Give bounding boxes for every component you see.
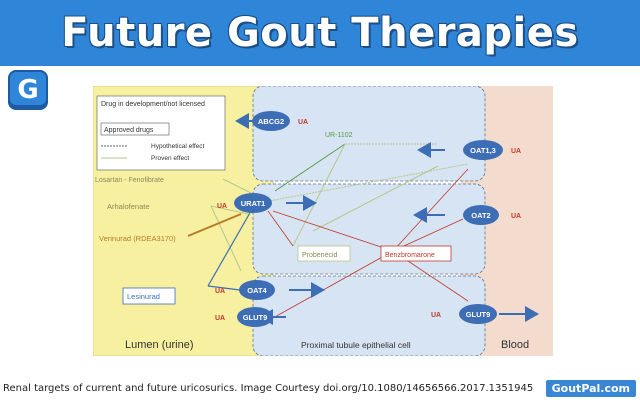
- page-title: Future Gout Therapies: [61, 10, 579, 56]
- legend-approved: Approved drugs: [104, 127, 154, 134]
- urat1-transporter: [234, 193, 272, 213]
- ua-label-oat13: UA: [511, 148, 521, 155]
- drug-probenecid: Probenecid: [302, 252, 338, 259]
- blood-label: Blood: [501, 339, 529, 351]
- cell-region-top: [252, 86, 486, 182]
- oat2-label: OAT2: [471, 211, 490, 220]
- glut9-blood-transporter: [459, 304, 497, 324]
- oat13-transporter: [463, 140, 503, 160]
- oat4-transporter: [239, 280, 275, 300]
- ua-label-glut9-lumen: UA: [215, 315, 225, 322]
- drug-losartan: Losartan - Fenofibrate: [95, 177, 164, 184]
- legend-hypothetical: Hypothetical effect: [151, 143, 205, 150]
- header-banner: Future Gout Therapies: [0, 0, 640, 66]
- drug-verinurad: Verinurad (RDEA3170): [99, 234, 176, 243]
- lumen-label: Lumen (urine): [125, 339, 193, 351]
- ua-label-urat1: UA: [217, 203, 227, 210]
- glut9-lumen-label: GLUT9: [243, 313, 268, 322]
- logo-letter: G: [17, 75, 39, 105]
- cell-label: Proximal tubule epithelial cell: [301, 340, 411, 350]
- legend-proven: Proven effect: [151, 155, 189, 162]
- goutpal-badge[interactable]: GoutPal.com: [545, 380, 636, 397]
- ua-label-oat4: UA: [215, 288, 225, 295]
- drug-benzbromarone: Benzbromarone: [385, 252, 435, 259]
- image-caption: Renal targets of current and future uric…: [3, 383, 534, 394]
- abcg2-label: ABCG2: [258, 117, 284, 126]
- urat1-label: URAT1: [241, 199, 265, 208]
- lesinurad-box: [122, 287, 176, 305]
- probenecid-box: [297, 245, 351, 262]
- goutpal-logo-icon[interactable]: G: [8, 70, 48, 110]
- glut9-lumen-transporter: [237, 307, 273, 327]
- legend-approved-box: [100, 122, 170, 136]
- oat13-label: OAT1,3: [470, 146, 496, 155]
- renal-transporter-diagram: Drug in development/not licensed Approve…: [93, 86, 553, 356]
- oat2-transporter: [463, 205, 499, 225]
- ua-label-glut9-blood: UA: [431, 312, 441, 319]
- drug-lesinurad: Lesinurad: [127, 292, 160, 301]
- ua-label-abcg2: UA: [298, 119, 308, 126]
- legend-in-development: Drug in development/not licensed: [101, 101, 205, 108]
- glut9-blood-label: GLUT9: [466, 310, 491, 319]
- abcg2-transporter: [252, 111, 290, 131]
- oat4-label: OAT4: [247, 286, 267, 295]
- drug-ur1102: UR-1102: [325, 132, 353, 139]
- benzbromarone-box: [380, 245, 452, 262]
- drug-arhalofenate: Arhalofenate: [107, 202, 150, 211]
- ua-label-oat2: UA: [511, 213, 521, 220]
